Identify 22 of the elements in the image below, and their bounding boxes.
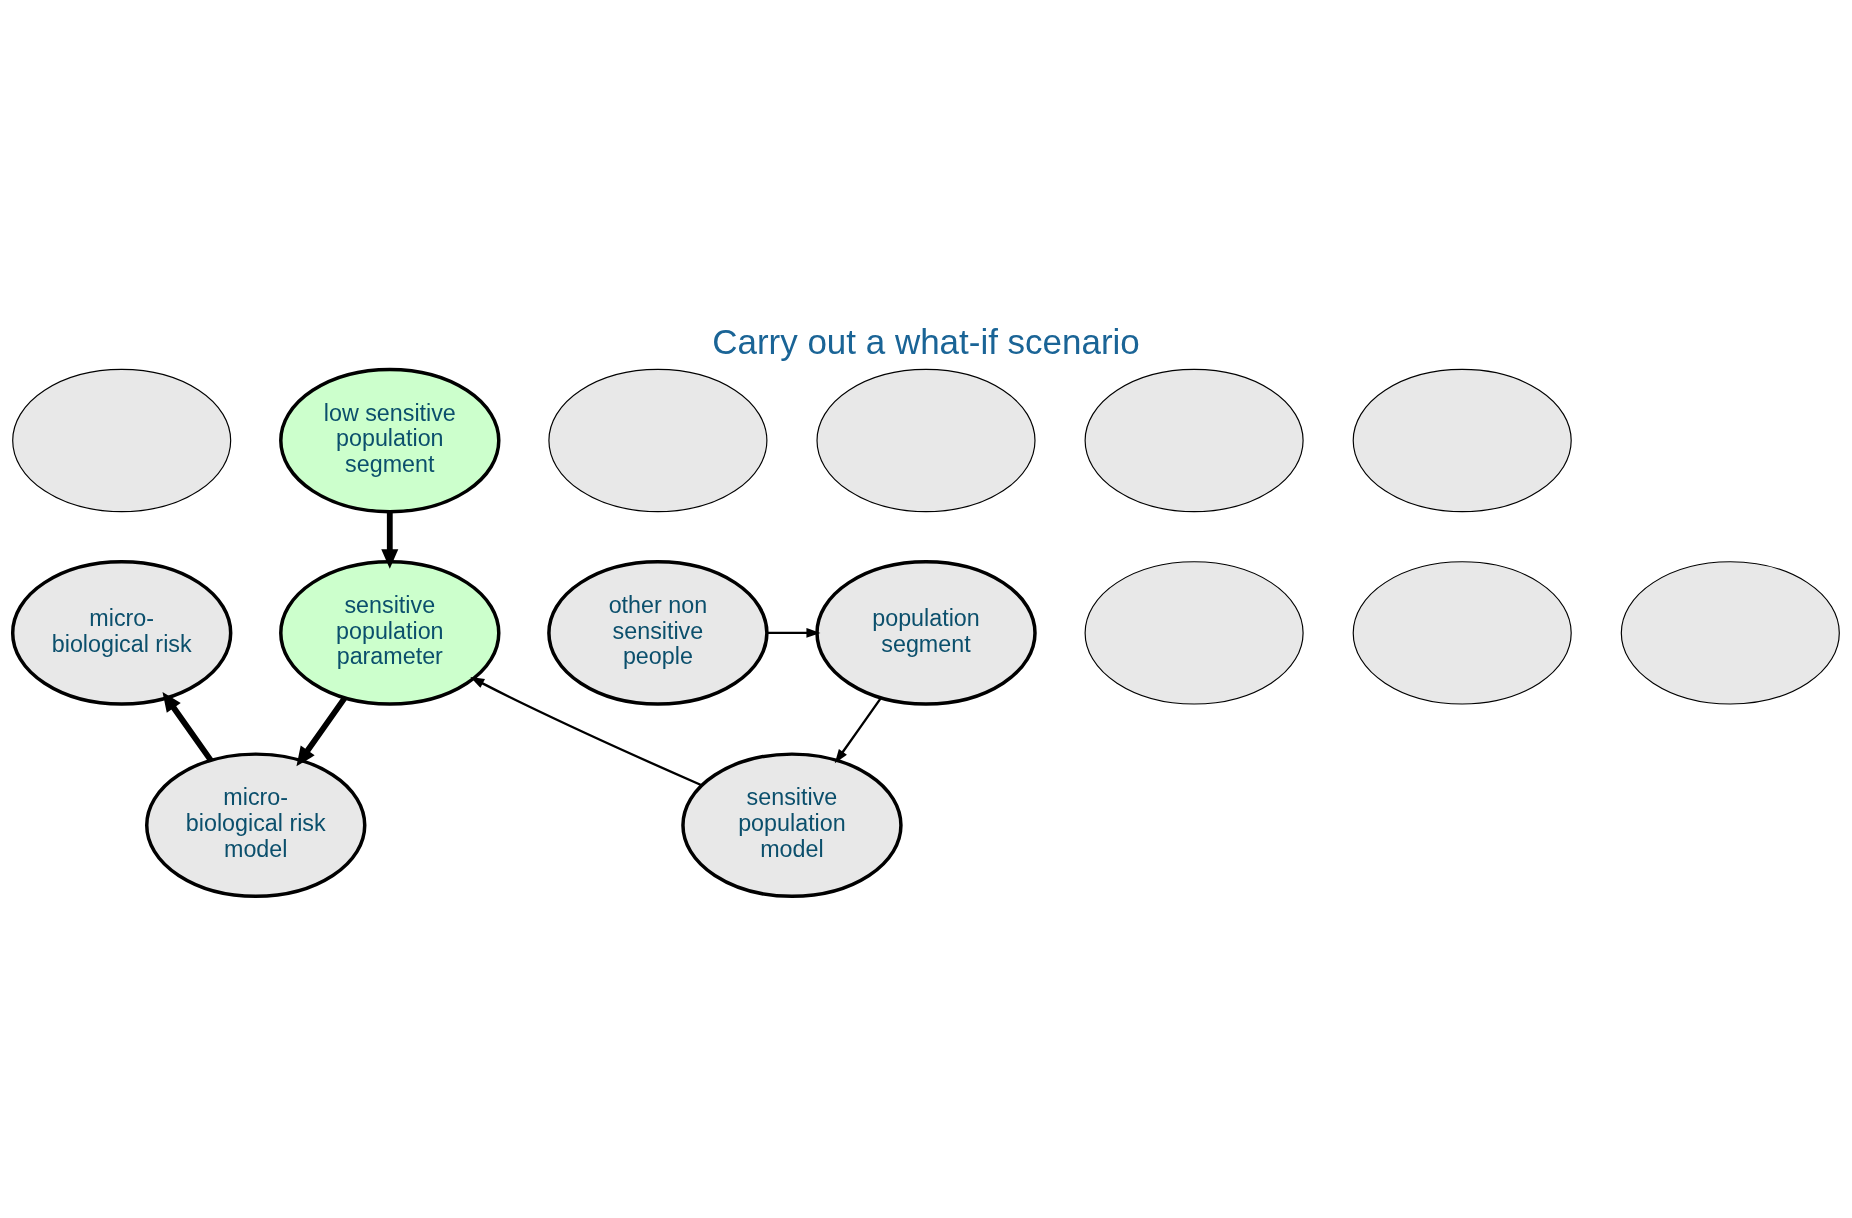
arrow [834,697,882,764]
node-ellipse [1352,368,1572,513]
node-ellipse [816,368,1036,513]
node-ellipse: sensitive population model [681,752,903,899]
node-ellipse [1352,561,1572,705]
arrow [767,628,821,638]
node-ellipse [1084,561,1304,705]
arrow [296,696,348,767]
node-ellipse: population segment [815,560,1037,706]
diagram-title: Carry out a what-if scenario [712,322,1140,362]
arrow [381,511,399,569]
node-ellipse: sensitive population parameter [279,560,501,706]
arrow [162,691,214,763]
node-ellipse [1084,368,1304,513]
node-ellipse [1620,561,1840,705]
node-ellipse [12,368,232,513]
node-ellipse: other non sensitive people [547,560,769,706]
node-ellipse [548,368,768,513]
node-ellipse: micro- biological risk [10,560,233,706]
node-ellipse: low sensitive population segment [279,367,501,514]
node-ellipse: micro- biological risk model [145,752,367,899]
arrow [470,677,703,787]
